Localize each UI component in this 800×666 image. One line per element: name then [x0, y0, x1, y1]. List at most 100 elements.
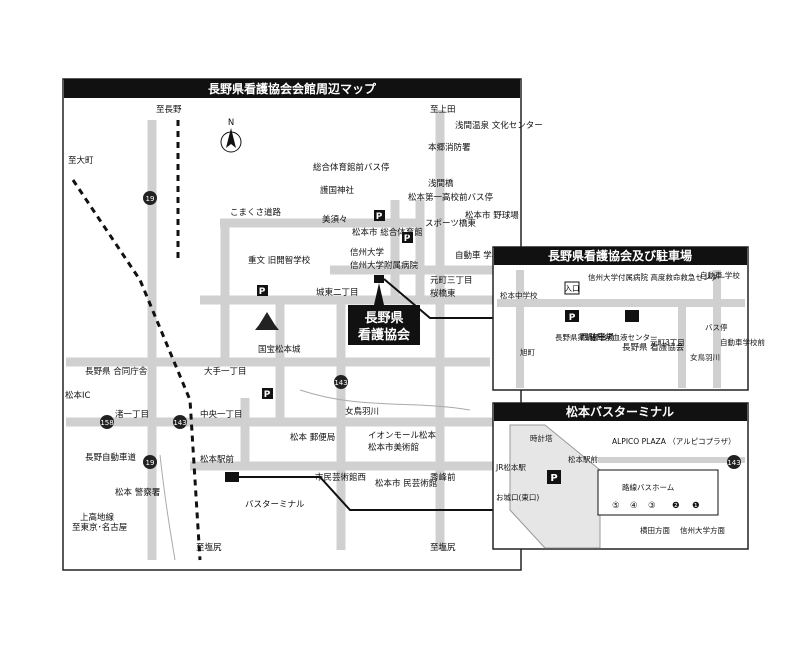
svg-text:女鳥羽川: 女鳥羽川 — [690, 352, 720, 362]
svg-text:長野県薬剤師会: 長野県薬剤師会 — [555, 332, 608, 342]
svg-text:松本市美術館: 松本市美術館 — [368, 442, 419, 453]
main-title: 長野県看護協会会館周辺マップ — [208, 81, 377, 96]
svg-text:横田方面: 横田方面 — [640, 525, 670, 535]
bus-inset-title: 松本バスターミナル — [566, 404, 674, 419]
svg-text:信州大学付属病院 高度救命救急センター: 信州大学付属病院 高度救命救急センター — [588, 272, 725, 282]
svg-text:元町3丁目: 元町3丁目 — [650, 338, 685, 347]
svg-text:こまくさ道路: こまくさ道路 — [230, 207, 282, 218]
destination-marker — [374, 275, 384, 283]
connector-bus — [239, 476, 493, 511]
svg-text:19: 19 — [146, 459, 155, 467]
svg-text:143: 143 — [727, 459, 740, 467]
destination-line1: 長野県 — [364, 311, 403, 326]
svg-text:長野県 看護協会: 長野県 看護協会 — [622, 342, 685, 353]
compass-icon: N — [220, 118, 242, 153]
svg-text:⑤: ⑤ — [612, 501, 620, 511]
svg-text:自動車学校前: 自動車学校前 — [720, 337, 765, 347]
entrance-label: 入口 — [565, 284, 580, 293]
svg-text:19: 19 — [146, 195, 155, 203]
svg-text:護国神社: 護国神社 — [320, 185, 355, 196]
map-labels: 至長野 至上田 至大町 至東京･名古屋 至塩尻 至塩尻 こまくさ道路 松本IC … — [65, 105, 543, 553]
svg-text:信州大学方面: 信州大学方面 — [680, 525, 725, 535]
svg-text:143: 143 — [173, 419, 186, 427]
svg-text:渚一丁目: 渚一丁目 — [115, 410, 149, 420]
connector-parking — [383, 278, 493, 319]
svg-text:松本第一高校前バス停: 松本第一高校前バス停 — [408, 192, 494, 203]
parking-inset-frame — [492, 246, 749, 391]
station-area — [509, 424, 601, 549]
svg-text:158: 158 — [100, 419, 113, 427]
svg-text:長野県 合同庁舎: 長野県 合同庁舎 — [85, 366, 148, 377]
tagawa-river — [159, 454, 176, 561]
svg-text:秀峰前: 秀峰前 — [430, 472, 456, 483]
svg-text:松本 郵便局: 松本 郵便局 — [290, 432, 335, 443]
svg-text:総合体育館前バス停: 総合体育館前バス停 — [313, 162, 390, 173]
svg-text:松本駅前: 松本駅前 — [568, 454, 598, 464]
destination-line2: 看護協会 — [358, 327, 411, 343]
bus-inset-labels: 時計塔 松本駅前 ALPICO PLAZA （アルピコプラザ） 路線バスホーム … — [495, 433, 736, 535]
svg-text:至長野: 至長野 — [156, 105, 182, 115]
svg-text:至塩尻: 至塩尻 — [430, 542, 456, 553]
svg-text:女鳥羽川: 女鳥羽川 — [345, 406, 379, 417]
svg-text:③: ③ — [648, 501, 656, 511]
main-roads — [66, 110, 500, 560]
metoba-river — [299, 389, 471, 411]
main-map-frame — [62, 78, 522, 571]
svg-text:時計塔: 時計塔 — [530, 433, 553, 443]
svg-text:信州大学附属病院: 信州大学附属病院 — [350, 260, 419, 271]
svg-text:本郷消防署: 本郷消防署 — [428, 142, 471, 153]
svg-text:至大町: 至大町 — [68, 155, 94, 166]
svg-text:城東二丁目: 城東二丁目 — [316, 287, 359, 298]
svg-text:至上田: 至上田 — [430, 105, 456, 115]
svg-text:P: P — [376, 212, 383, 222]
bus-terminal-marker — [225, 472, 239, 482]
svg-text:至塩尻: 至塩尻 — [196, 542, 222, 553]
svg-text:松本IC: 松本IC — [65, 390, 91, 401]
lot-parking-icon — [565, 310, 579, 322]
svg-text:松本市 野球場: 松本市 野球場 — [465, 210, 519, 221]
svg-text:❷: ❷ — [672, 501, 680, 511]
parking-inset-title: 長野県看護協会及び駐車場 — [548, 248, 692, 263]
svg-text:松本市 民芸術館: 松本市 民芸術館 — [375, 478, 437, 489]
parking-icons: P P P P — [257, 210, 413, 400]
svg-text:スポーツ橋東: スポーツ橋東 — [425, 218, 476, 229]
svg-text:桜橋東: 桜橋東 — [430, 288, 456, 299]
svg-text:P: P — [264, 390, 271, 400]
svg-text:バスターミナル: バスターミナル — [245, 500, 305, 510]
svg-text:旭町: 旭町 — [520, 347, 535, 357]
svg-text:元町三丁目: 元町三丁目 — [430, 276, 473, 286]
svg-text:バス停: バス停 — [705, 322, 728, 332]
castle-icon — [255, 312, 279, 330]
svg-text:路線バスホーム: 路線バスホーム — [622, 482, 674, 492]
svg-text:西駐車場: 西駐車場 — [580, 332, 615, 343]
svg-text:❶: ❶ — [692, 501, 700, 511]
svg-text:自動車 学校: 自動車 学校 — [455, 250, 501, 261]
route-shields: 19 19 143 143 158 — [100, 191, 348, 469]
svg-text:重文 旧開智学校: 重文 旧開智学校 — [248, 255, 311, 266]
parking-inset-labels: 信州大学付属病院 高度救命救急センター 自動車 学校 松本中学校 旭町 長野県薬… — [500, 270, 765, 362]
svg-text:お城口(東口): お城口(東口) — [496, 492, 539, 502]
bus-platform — [597, 469, 719, 516]
svg-text:美須々: 美須々 — [322, 214, 348, 225]
svg-text:信州大学: 信州大学 — [350, 247, 385, 258]
svg-text:P: P — [259, 287, 266, 297]
svg-text:JR松本駅: JR松本駅 — [495, 462, 526, 472]
svg-text:143: 143 — [334, 379, 347, 387]
destination-box — [348, 305, 420, 345]
svg-text:至東京･名古屋: 至東京･名古屋 — [72, 522, 128, 533]
svg-text:N: N — [228, 118, 234, 128]
svg-text:赤十字血液センター: 赤十字血液センター — [590, 332, 658, 342]
svg-text:中央一丁目: 中央一丁目 — [200, 409, 243, 420]
svg-text:松本市 総合体育館: 松本市 総合体育館 — [352, 227, 423, 238]
svg-text:浅間橋: 浅間橋 — [428, 178, 454, 189]
svg-text:松本中学校: 松本中学校 — [500, 290, 538, 300]
svg-text:P: P — [404, 234, 411, 244]
svg-text:浅間温泉 文化センター: 浅間温泉 文化センター — [455, 120, 543, 131]
svg-text:P: P — [569, 313, 576, 323]
svg-text:自動車 学校: 自動車 学校 — [700, 270, 740, 280]
kyokai-building-icon — [625, 310, 639, 322]
svg-text:イオンモール松本: イオンモール松本 — [368, 430, 437, 441]
svg-text:松本駅前: 松本駅前 — [200, 454, 235, 465]
svg-text:市民芸術館西: 市民芸術館西 — [315, 472, 366, 483]
